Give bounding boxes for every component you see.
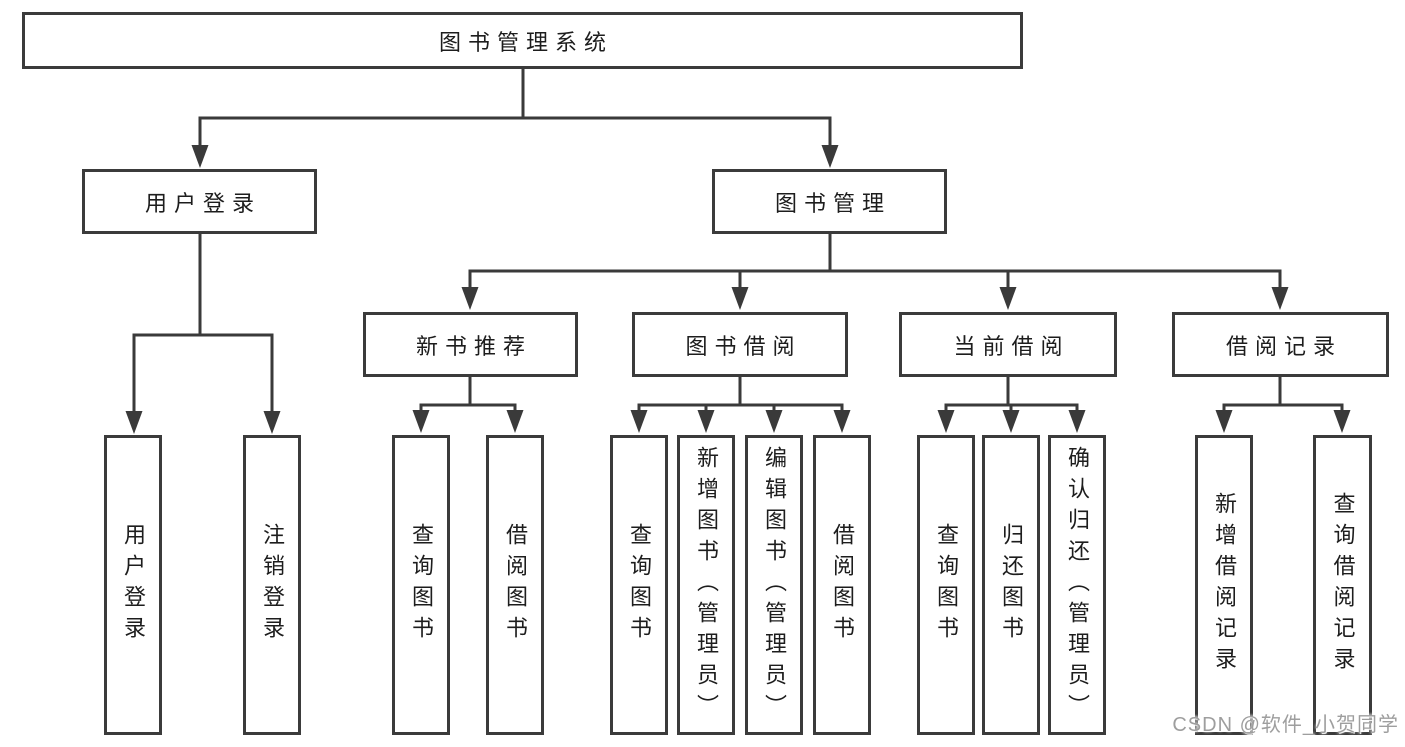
arrow-head xyxy=(461,287,479,310)
edge-line xyxy=(468,234,1282,291)
node-book-management: 图书管理 xyxy=(712,169,947,234)
arrow-head xyxy=(937,410,955,433)
leaf-query-books-recommend: 查询图书 xyxy=(392,435,450,735)
arrow-head xyxy=(999,287,1017,310)
arrow-head xyxy=(412,410,430,433)
leaf-borrow-books-recommend: 借阅图书 xyxy=(486,435,544,735)
arrow-head xyxy=(1215,410,1233,433)
leaf-query-borrow-record: 查询借阅记录 xyxy=(1313,435,1372,735)
edge-line xyxy=(419,377,517,415)
leaf-query-books-current: 查询图书 xyxy=(917,435,975,735)
connector-book-management-children xyxy=(461,234,1289,310)
connector-borrow-records-children xyxy=(1215,377,1351,433)
arrow-head xyxy=(821,145,839,168)
arrow-head xyxy=(1068,410,1086,433)
leaf-borrow-books: 借阅图书 xyxy=(813,435,871,735)
connector-book-borrow-children xyxy=(630,377,851,433)
leaf-query-books-borrow: 查询图书 xyxy=(610,435,668,735)
arrow-head xyxy=(125,411,143,434)
arrow-head xyxy=(1002,410,1020,433)
leaf-add-borrow-record: 新增借阅记录 xyxy=(1195,435,1253,735)
leaf-logout: 注销登录 xyxy=(243,435,301,735)
node-user-login: 用户登录 xyxy=(82,169,317,234)
edge-line xyxy=(1222,377,1344,415)
edge-line xyxy=(637,377,844,415)
edge-line xyxy=(198,69,832,148)
arrow-head xyxy=(263,411,281,434)
node-new-book-recommend: 新书推荐 xyxy=(363,312,578,377)
arrow-head xyxy=(630,410,648,433)
arrow-head xyxy=(833,410,851,433)
leaf-edit-book-admin: 编辑图书（管理员） xyxy=(745,435,803,735)
node-current-borrow: 当前借阅 xyxy=(899,312,1117,377)
leaf-user-login: 用户登录 xyxy=(104,435,162,735)
node-borrow-records: 借阅记录 xyxy=(1172,312,1389,377)
leaf-add-book-admin: 新增图书（管理员） xyxy=(677,435,735,735)
arrow-head xyxy=(506,410,524,433)
arrow-head xyxy=(1333,410,1351,433)
connector-user-login-children xyxy=(125,234,281,434)
arrow-head xyxy=(191,145,209,168)
connector-new-book-recommend-children xyxy=(412,377,524,433)
arrow-head xyxy=(697,410,715,433)
arrow-head xyxy=(731,287,749,310)
arrow-head xyxy=(1271,287,1289,310)
arrow-head xyxy=(765,410,783,433)
edge-line xyxy=(944,377,1079,415)
connector-current-borrow-children xyxy=(937,377,1086,433)
edge-line xyxy=(132,234,274,414)
node-root: 图书管理系统 xyxy=(22,12,1023,69)
connector-root-to-level2 xyxy=(191,69,839,168)
leaf-return-book: 归还图书 xyxy=(982,435,1040,735)
node-book-borrow: 图书借阅 xyxy=(632,312,848,377)
leaf-confirm-return-admin: 确认归还（管理员） xyxy=(1048,435,1106,735)
watermark: CSDN @软件_小贺同学 xyxy=(1172,714,1399,736)
